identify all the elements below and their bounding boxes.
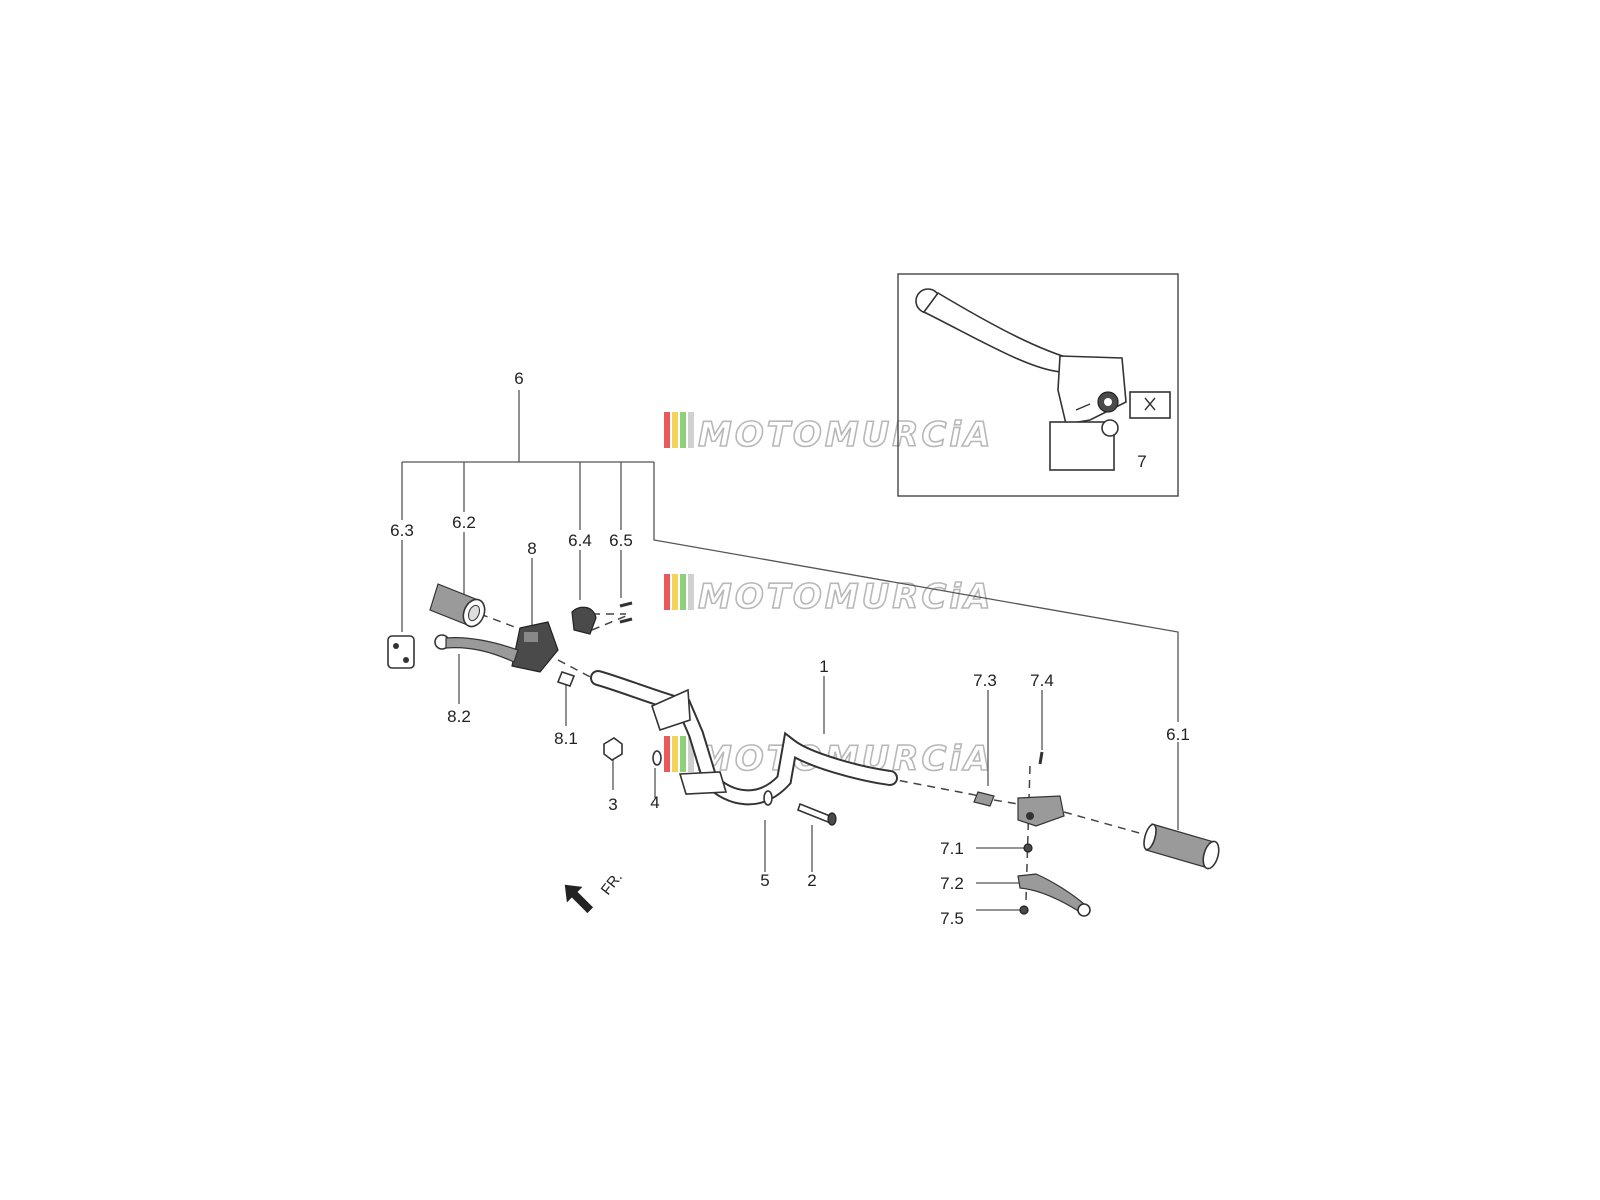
- leader-lines: [401, 532, 1179, 911]
- part-7-3-adjuster: [973, 791, 995, 807]
- part-8-1-pivot-bolt: [556, 671, 576, 687]
- callout-7-4: 7.4: [1030, 671, 1054, 690]
- callout-7: 7: [1137, 452, 1146, 471]
- part-6-4-switch-housing: [571, 606, 597, 635]
- watermark-stripes: [664, 736, 694, 772]
- part-7-4-screw: [1038, 751, 1044, 765]
- arrow-down-left-icon: [564, 884, 594, 914]
- part-2-bolt: [797, 802, 837, 826]
- callout-6: 6: [514, 369, 523, 388]
- callout-3: 3: [608, 795, 617, 814]
- callout-6-3: 6.3: [390, 521, 414, 540]
- part-7-5-nut: [1019, 905, 1029, 915]
- callout-7-2: 7.2: [940, 874, 964, 893]
- callout-6-1: 6.1: [1166, 725, 1190, 744]
- callout-6-2: 6.2: [452, 513, 476, 532]
- callout-8: 8: [527, 539, 536, 558]
- callouts: 6.3 6.2 8 6.4 6.5 8.2 8.1 1 7.3 7.4 6.1 …: [390, 513, 1190, 928]
- inset-frame: [897, 273, 1179, 497]
- watermark-text: MOTOMURCiA: [698, 577, 993, 617]
- part-6-5-screws: [619, 601, 633, 624]
- callout-7-5: 7.5: [940, 909, 964, 928]
- clutch-lever-detail: [915, 288, 1171, 471]
- callout-6-5: 6.5: [609, 531, 633, 550]
- part-8-master-cylinder: [511, 621, 559, 673]
- callout-8-2: 8.2: [447, 707, 471, 726]
- part-3-nut: [603, 737, 623, 761]
- callout-7-3: 7.3: [973, 671, 997, 690]
- part-7-1-washer: [1023, 843, 1033, 853]
- callout-6-4: 6.4: [568, 531, 592, 550]
- callout-1: 1: [819, 657, 828, 676]
- part-1-handlebar: [590, 670, 898, 806]
- front-direction-label: FR.: [598, 869, 626, 899]
- watermark-text: MOTOMURCiA: [698, 415, 993, 455]
- callout-4: 4: [650, 793, 659, 812]
- watermark-stripes: [664, 574, 694, 610]
- part-6-2-grip: [429, 583, 486, 628]
- callout-7-1: 7.1: [940, 839, 964, 858]
- watermark-stripes: [664, 412, 694, 448]
- part-6-3-clamp: [387, 635, 415, 669]
- callout-8-1: 8.1: [554, 729, 578, 748]
- front-direction: FR.: [564, 869, 626, 914]
- watermark: MOTOMURCiA: [664, 412, 993, 456]
- part-7-clutch-perch: [1017, 795, 1065, 827]
- inset-detail-7: 7: [897, 273, 1179, 497]
- watermark: MOTOMURCiA: [664, 574, 993, 618]
- part-7-2-clutch-lever: [1017, 873, 1091, 917]
- callout-group-6: 6: [401, 369, 1179, 722]
- part-4-washer: [652, 750, 662, 766]
- part-6-1-throttle-grip: [1143, 823, 1220, 870]
- part-8-2-brake-lever: [434, 634, 519, 663]
- part-5-washer: [763, 790, 773, 806]
- callout-2: 2: [807, 871, 816, 890]
- callout-5: 5: [760, 871, 769, 890]
